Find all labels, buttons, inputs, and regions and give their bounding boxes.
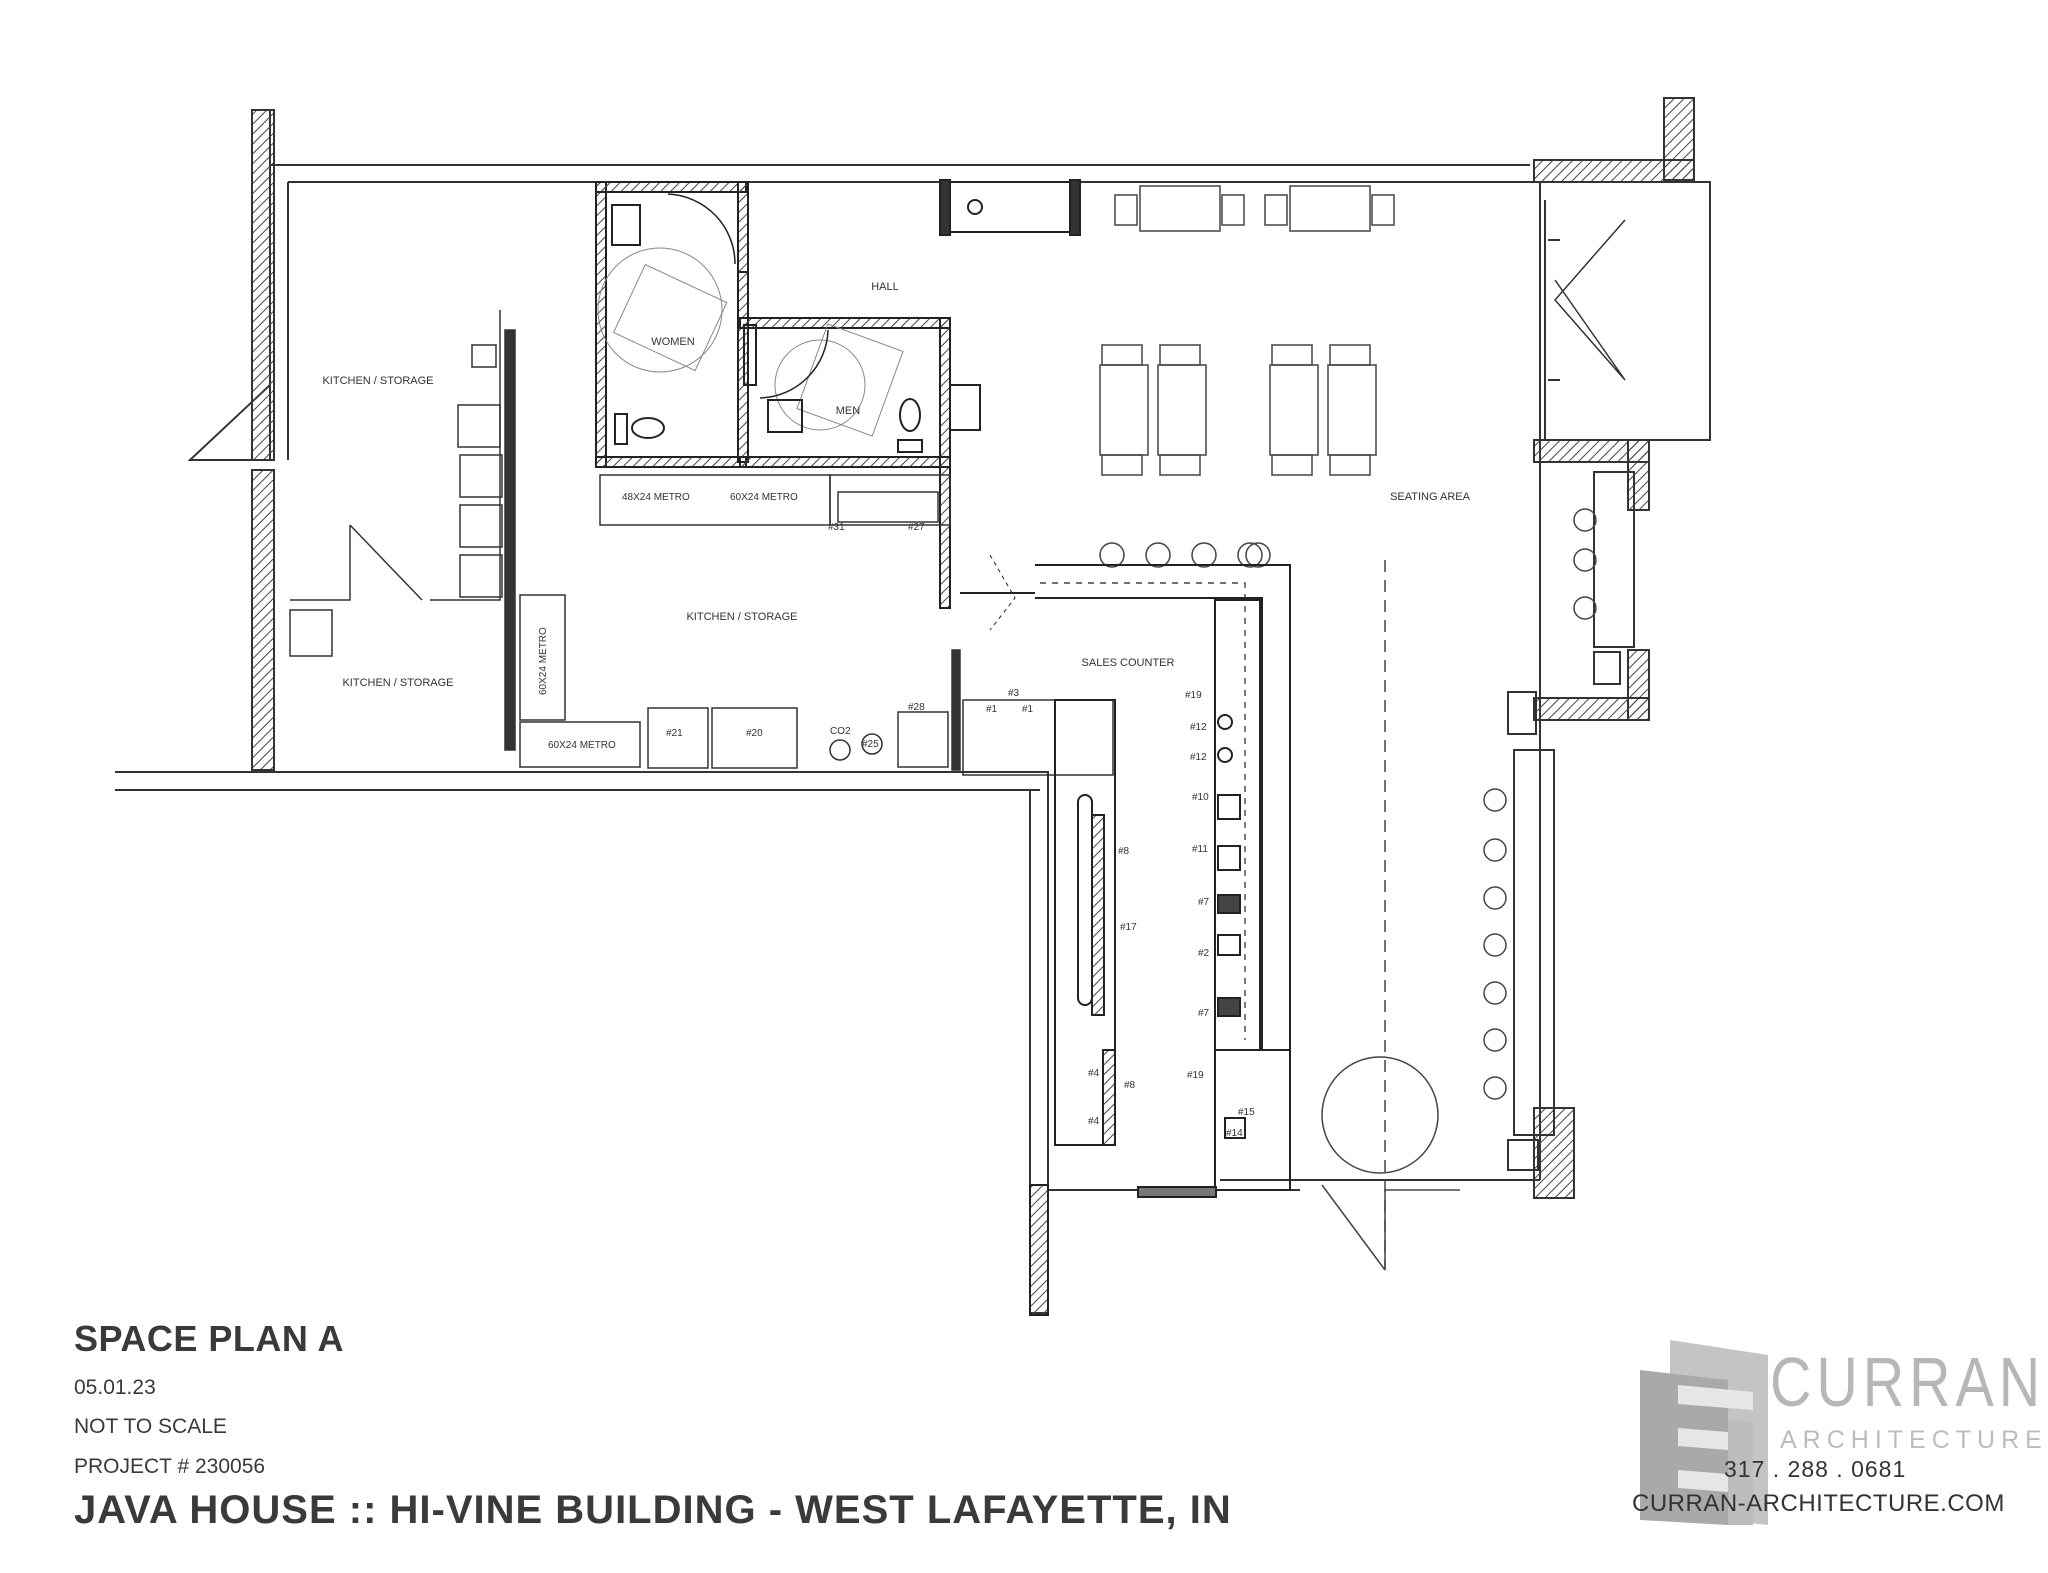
hall-bench [939,179,1081,236]
tag-31: #31 [828,522,845,533]
shelf-label-60x24-vertical: 60X24 METRO [538,627,549,695]
tables-chairs [1099,185,1395,476]
tag-20: #20 [746,728,763,739]
tag-1a: #1 [986,704,998,715]
plan-date: 05.01.23 [74,1376,156,1399]
logo-name: CURRAN [1770,1343,2046,1421]
room-label-sales-counter: SALES COUNTER [1082,657,1175,669]
tag-7a: #7 [1198,897,1210,908]
tag-12a: #12 [1190,722,1207,733]
tag-8b: #8 [1124,1080,1136,1091]
room-label-women: WOMEN [651,336,694,348]
entry-vestibule [1321,560,1460,1271]
tag-1b: #1 [1022,704,1034,715]
room-label-kitchen-top: KITCHEN / STORAGE [322,375,433,387]
tag-15: #15 [1238,1107,1255,1118]
logo-phone: 317 . 288 . 0681 [1724,1456,1907,1482]
storefront-wall [1507,97,1711,1199]
tag-28: #28 [908,702,925,713]
tag-4a: #4 [1088,1068,1100,1079]
kitchen-storage-left [289,310,1114,776]
tag-7b: #7 [1198,1008,1210,1019]
tag-19a: #19 [1185,690,1202,701]
sales-counter [960,554,1291,1316]
project-number: PROJECT # 230056 [74,1455,266,1478]
tag-17: #17 [1120,922,1137,933]
tag-co2: CO2 [830,726,851,737]
tag-21: #21 [666,728,683,739]
tag-4b: #4 [1088,1116,1100,1127]
room-label-kitchen-lower: KITCHEN / STORAGE [342,677,453,689]
tag-12b: #12 [1190,752,1207,763]
shelf-label-48x24: 48X24 METRO [622,492,690,503]
shelf-label-60x24-top: 60X24 METRO [730,492,798,503]
restroom-block [595,181,981,609]
room-label-men: MEN [836,405,861,417]
tag-25: #25 [862,739,879,750]
room-label-seating-area: SEATING AREA [1390,491,1471,503]
tag-2: #2 [1198,948,1210,959]
tag-14: #14 [1226,1128,1243,1139]
shelf-label-60x24-bottom: 60X24 METRO [548,740,616,751]
room-label-kitchen-center: KITCHEN / STORAGE [686,611,797,623]
bar-stools [1099,508,1597,1100]
tag-8a: #8 [1118,846,1130,857]
project-name: JAVA HOUSE :: HI-VINE BUILDING - WEST LA… [74,1488,1232,1532]
exterior-walls [115,109,1541,1313]
room-label-hall: HALL [871,281,899,293]
plan-title: SPACE PLAN A [74,1318,345,1359]
logo-subtitle: ARCHITECTURE [1780,1426,2048,1454]
curran-building-mark-icon [1640,1340,1768,1525]
tag-27: #27 [908,522,925,533]
tag-19b: #19 [1187,1070,1204,1081]
tag-10: #10 [1192,792,1209,803]
logo-url[interactable]: CURRAN-ARCHITECTURE.COM [1632,1490,2005,1517]
equipment-tags: #31 #27 #21 #20 CO2 #25 #28 #3 #1 #1 #8 … [666,522,1255,1139]
scale-note: NOT TO SCALE [74,1415,227,1438]
tag-11: #11 [1192,844,1208,855]
tag-3: #3 [1008,688,1020,699]
